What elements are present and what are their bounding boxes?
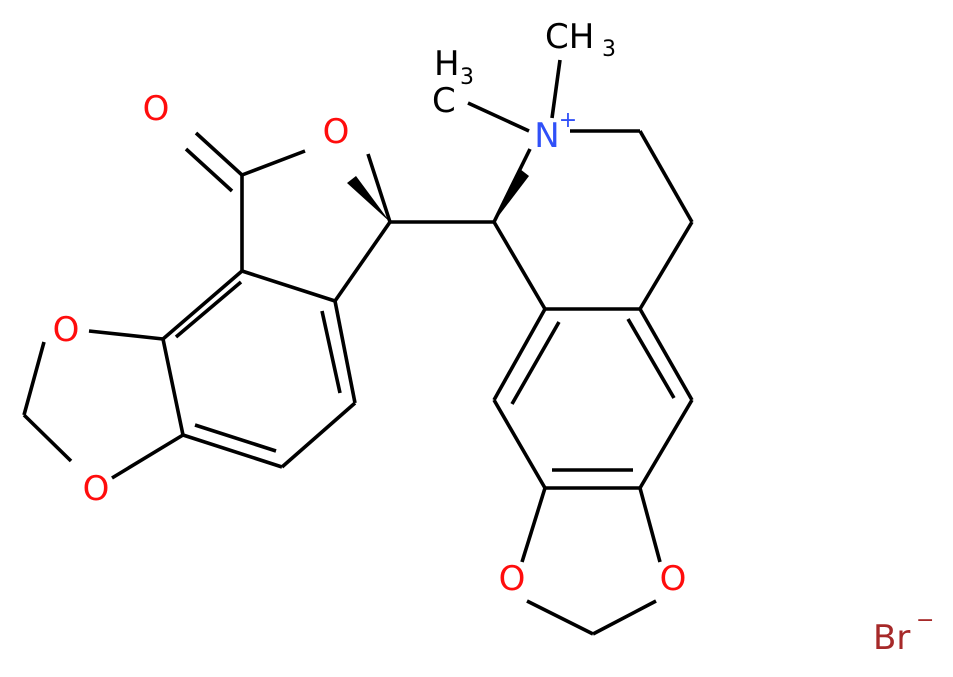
bond-line [520, 487, 547, 563]
bond-line [592, 599, 657, 636]
bond-line [182, 433, 283, 469]
bond-line [467, 101, 530, 133]
bond-line [241, 149, 306, 177]
bond-line [626, 318, 676, 399]
bond-line [88, 329, 164, 341]
bond-line [638, 130, 694, 223]
methyl-left-h-label: H [434, 44, 460, 84]
nitrogen-label: N [534, 116, 559, 156]
bromide-charge-label: − [916, 608, 934, 633]
methyl-top-label: CH [545, 17, 594, 57]
bond-line [638, 308, 694, 401]
bond-line [638, 221, 694, 310]
wedge-bond-right [494, 169, 529, 222]
bond-line [638, 487, 662, 563]
bond-line [333, 220, 392, 303]
dioxole-left-top-oxygen-label: O [53, 310, 80, 350]
nitrogen-charge-label: + [559, 108, 577, 133]
dioxole-right-right-oxygen-label: O [660, 559, 687, 599]
bond-line [241, 269, 336, 303]
bond-line [22, 413, 73, 463]
bond-line [280, 401, 357, 469]
methyl-left-subscript: 3 [460, 65, 474, 90]
bond-line [22, 341, 46, 416]
bond-line [194, 131, 244, 177]
bond-line [550, 59, 562, 119]
bond-line [492, 399, 547, 489]
bond-line [492, 308, 547, 401]
bond-line [510, 321, 561, 405]
wedge-layer [347, 169, 529, 222]
bond-line [526, 599, 594, 636]
bond-line [638, 399, 694, 489]
bond-line [161, 338, 185, 436]
bond-line [111, 433, 184, 480]
bond-line [320, 310, 342, 394]
ring-oxygen-label: O [323, 112, 350, 152]
bond-line [161, 269, 244, 341]
dioxole-left-bottom-oxygen-label: O [83, 469, 110, 509]
bond-line [174, 280, 243, 339]
bond-line [366, 153, 392, 223]
carbonyl-oxygen-label: O [143, 89, 170, 129]
bond-line [194, 423, 277, 453]
bond-line [333, 300, 357, 404]
methyl-left-c-label: C [432, 81, 456, 121]
bond-line [492, 221, 547, 310]
bond-layer [22, 59, 694, 636]
wedge-bond-left [347, 176, 390, 222]
bromide-label: Br [873, 618, 910, 658]
dioxole-right-left-oxygen-label: O [499, 559, 526, 599]
bond-line [184, 147, 234, 193]
methyl-top-subscript: 3 [602, 37, 616, 62]
